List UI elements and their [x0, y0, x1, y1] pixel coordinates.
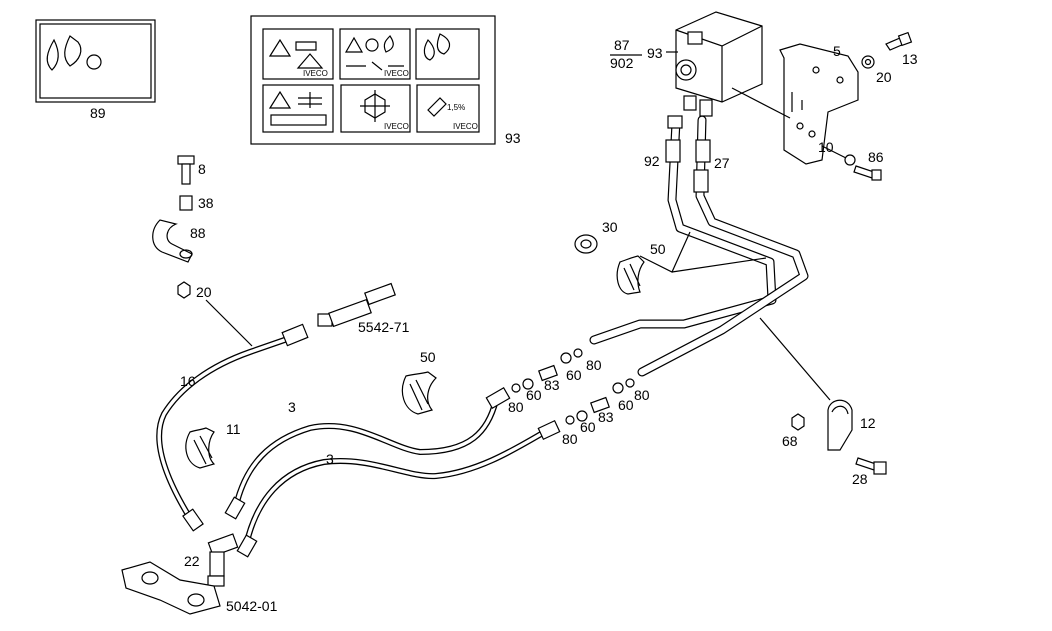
clamp-11: [185, 427, 216, 469]
label-87: 87: [614, 37, 630, 53]
label-80-c: 80: [562, 431, 578, 447]
label-50-upper: 50: [650, 241, 666, 257]
decal-brand-3: IVECO: [384, 122, 409, 131]
clamp-50-lower: [401, 371, 437, 415]
label-89: 89: [90, 105, 106, 121]
label-30: 30: [602, 219, 618, 235]
nut-20-top: [861, 55, 875, 69]
label-10: 10: [818, 139, 834, 155]
label-88: 88: [190, 225, 206, 241]
washer-30: [574, 234, 598, 254]
label-902: 902: [610, 55, 634, 71]
label-60-b: 60: [566, 367, 582, 383]
label-93-panel: 93: [505, 130, 521, 146]
label-60-c: 60: [580, 419, 596, 435]
bolt-13: [885, 31, 913, 51]
label-83-a: 83: [544, 377, 560, 393]
label-93-pump: 93: [647, 45, 663, 61]
decal-panel-93: 1,5% IVECO IVECO IVECO IVECO: [250, 15, 496, 145]
fittings-lower-row: [565, 378, 635, 425]
pipe-27: [637, 115, 809, 377]
label-5542-71: 5542-71: [358, 319, 410, 335]
hose-16: [156, 323, 309, 532]
fittings-upper-row: [511, 348, 583, 393]
hose-3-lower: [236, 419, 561, 558]
label-38: 38: [198, 195, 214, 211]
decal-percent: 1,5%: [447, 103, 465, 112]
bracket-5: [779, 43, 859, 165]
label-11: 11: [226, 421, 241, 437]
label-50-lower: 50: [420, 349, 436, 365]
label-22: 22: [184, 553, 200, 569]
label-80-a: 80: [508, 399, 524, 415]
clip-12: [827, 399, 853, 451]
clamp-50-upper: [616, 255, 645, 295]
label-80-d: 80: [634, 387, 650, 403]
spacer-38: [179, 195, 193, 211]
label-8: 8: [198, 161, 206, 177]
clip-88: [152, 219, 193, 263]
label-80-b: 80: [586, 357, 602, 373]
label-92: 92: [644, 153, 660, 169]
label-83-b: 83: [598, 409, 614, 425]
label-68: 68: [782, 433, 798, 449]
label-12: 12: [860, 415, 876, 431]
label-3-upper: 3: [288, 399, 296, 415]
label-86: 86: [868, 149, 884, 165]
bolt-86: [853, 165, 882, 181]
decal-brand-1: IVECO: [384, 69, 409, 78]
label-20-left: 20: [196, 284, 212, 300]
hose-3-upper: [224, 386, 511, 520]
decal-89: [35, 19, 156, 103]
label-13: 13: [902, 51, 918, 67]
nut-20-left: [177, 281, 191, 299]
label-3-lower: 3: [326, 451, 334, 467]
label-28: 28: [852, 471, 868, 487]
tee-fitting-22: [207, 533, 239, 587]
label-16: 16: [180, 373, 196, 389]
fitting-92: [665, 115, 683, 163]
label-60-a: 60: [526, 387, 542, 403]
fitting-27: [693, 139, 711, 193]
label-60-d: 60: [618, 397, 634, 413]
bolt-8: [177, 155, 195, 185]
pump-reservoir: [675, 11, 763, 117]
decal-brand-4: IVECO: [453, 122, 478, 131]
valve-5042-01: [121, 561, 221, 615]
nut-68: [791, 413, 805, 431]
bolt-28: [855, 457, 887, 475]
fitting-5542-71: [317, 282, 396, 328]
washer-10: [844, 154, 856, 166]
pipe-92: [589, 117, 777, 345]
decal-brand-2: IVECO: [303, 69, 328, 78]
label-5042-01: 5042-01: [226, 598, 278, 614]
label-20-top: 20: [876, 69, 892, 85]
label-5: 5: [833, 43, 841, 59]
label-27: 27: [714, 155, 730, 171]
